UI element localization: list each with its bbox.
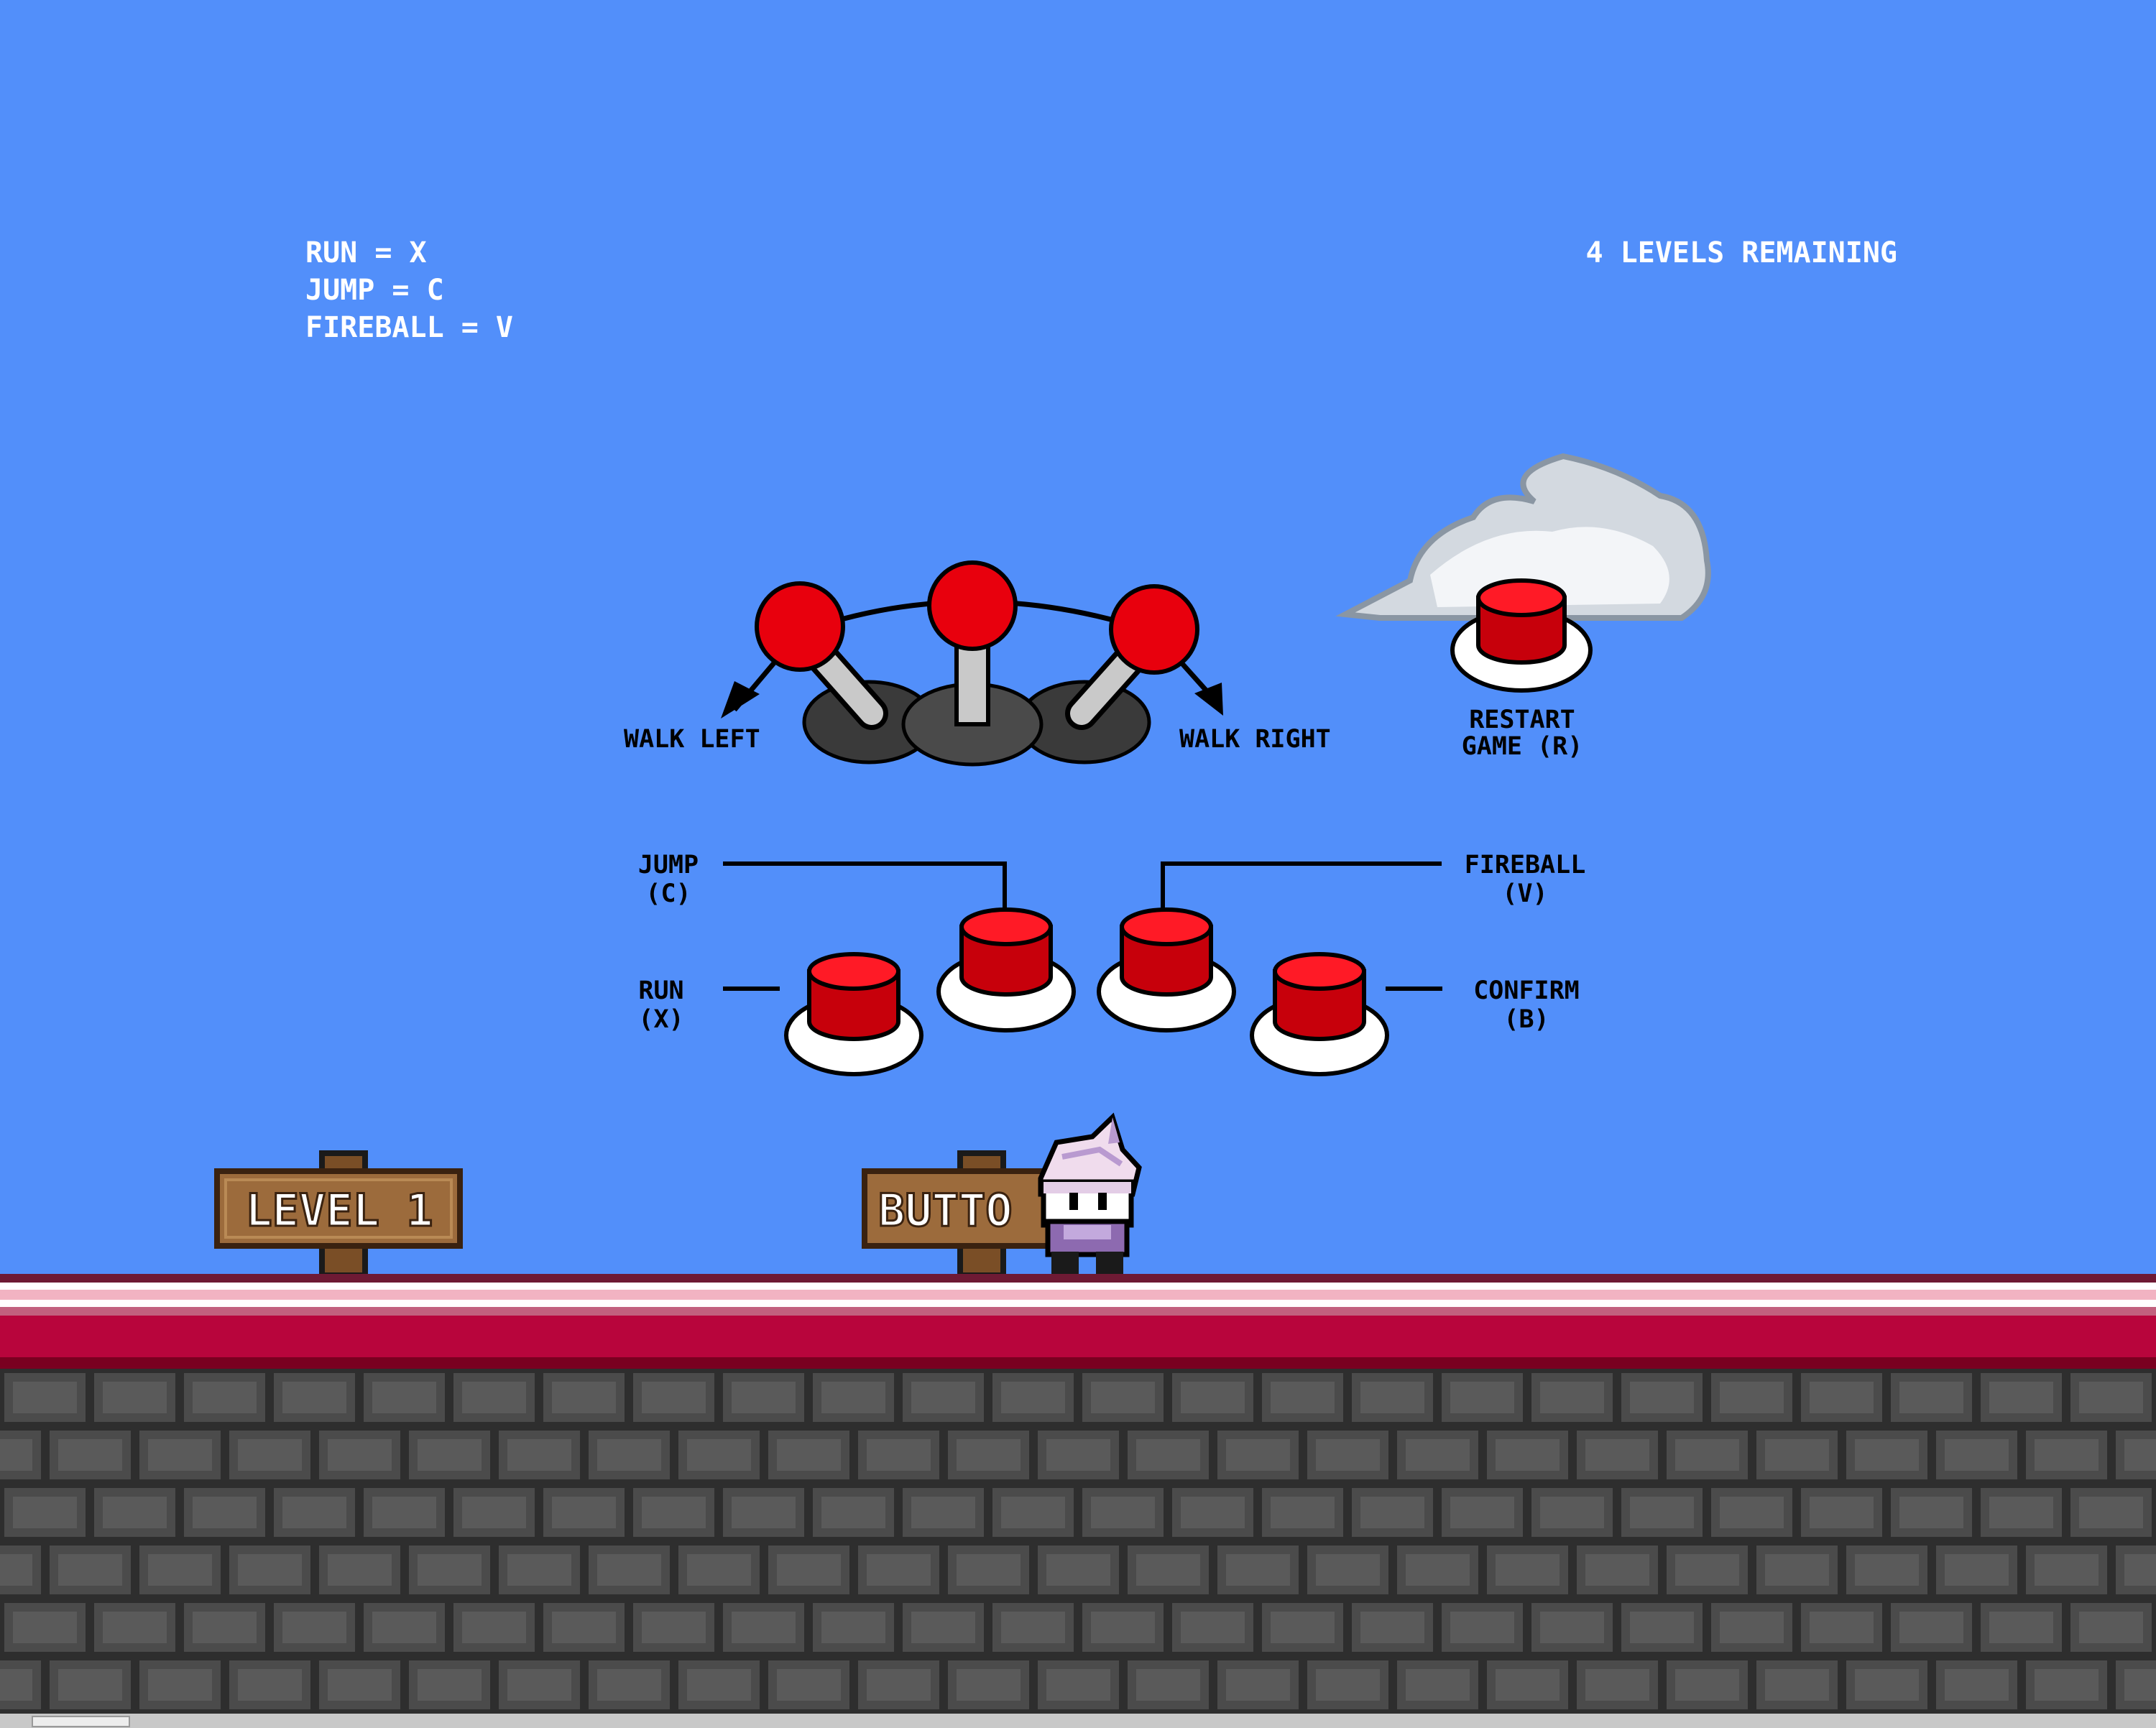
walk-right-label: WALK RIGHT (1179, 725, 1331, 754)
run-key-label: (X) (638, 1005, 683, 1034)
fireball-key-label: (V) (1502, 879, 1547, 908)
scrollbar-thumb[interactable] (32, 1716, 130, 1727)
jump-label: JUMP (638, 851, 699, 879)
joystick-ball-left (755, 581, 845, 672)
joystick-ball-right (1109, 584, 1199, 675)
button-leader-lines (723, 861, 1442, 991)
fireball-label: FIREBALL (1465, 851, 1586, 879)
fireball-button[interactable] (1097, 907, 1236, 1032)
run-label: RUN (638, 976, 683, 1005)
level-sign: LEVEL 1 (214, 1150, 463, 1278)
restart-label-line1: RESTART (1469, 706, 1575, 734)
level-sign-text: LEVEL 1 (245, 1184, 433, 1237)
hud-control-jump: JUMP = C (305, 274, 444, 307)
restart-label-line2: GAME (R) (1462, 732, 1583, 761)
arrow-right-icon (1194, 683, 1223, 716)
confirm-button[interactable] (1250, 952, 1389, 1076)
levels-remaining-counter: 4 LEVELS REMAINING (1586, 236, 1897, 269)
player-character (1038, 1112, 1142, 1276)
brick-wall (0, 1369, 2156, 1714)
restart-button[interactable] (1450, 578, 1593, 693)
ground-platform (0, 1274, 2156, 1714)
window-bottom-bar (0, 1714, 2156, 1728)
jump-key-label: (C) (645, 879, 691, 908)
button-sign-text: BUTTO (878, 1184, 1013, 1237)
walk-left-label: WALK LEFT (624, 725, 760, 754)
joystick-diagram (721, 560, 1223, 767)
hud-control-fireball: FIREBALL = V (305, 311, 513, 344)
hud-control-run: RUN = X (305, 236, 427, 269)
confirm-key-label: (B) (1503, 1005, 1549, 1034)
joystick-ball-center (927, 560, 1018, 651)
jump-button[interactable] (936, 907, 1076, 1032)
sky-background (0, 0, 2156, 1275)
arrow-left-icon (721, 681, 760, 719)
confirm-label: CONFIRM (1473, 976, 1580, 1005)
run-button[interactable] (784, 952, 923, 1076)
